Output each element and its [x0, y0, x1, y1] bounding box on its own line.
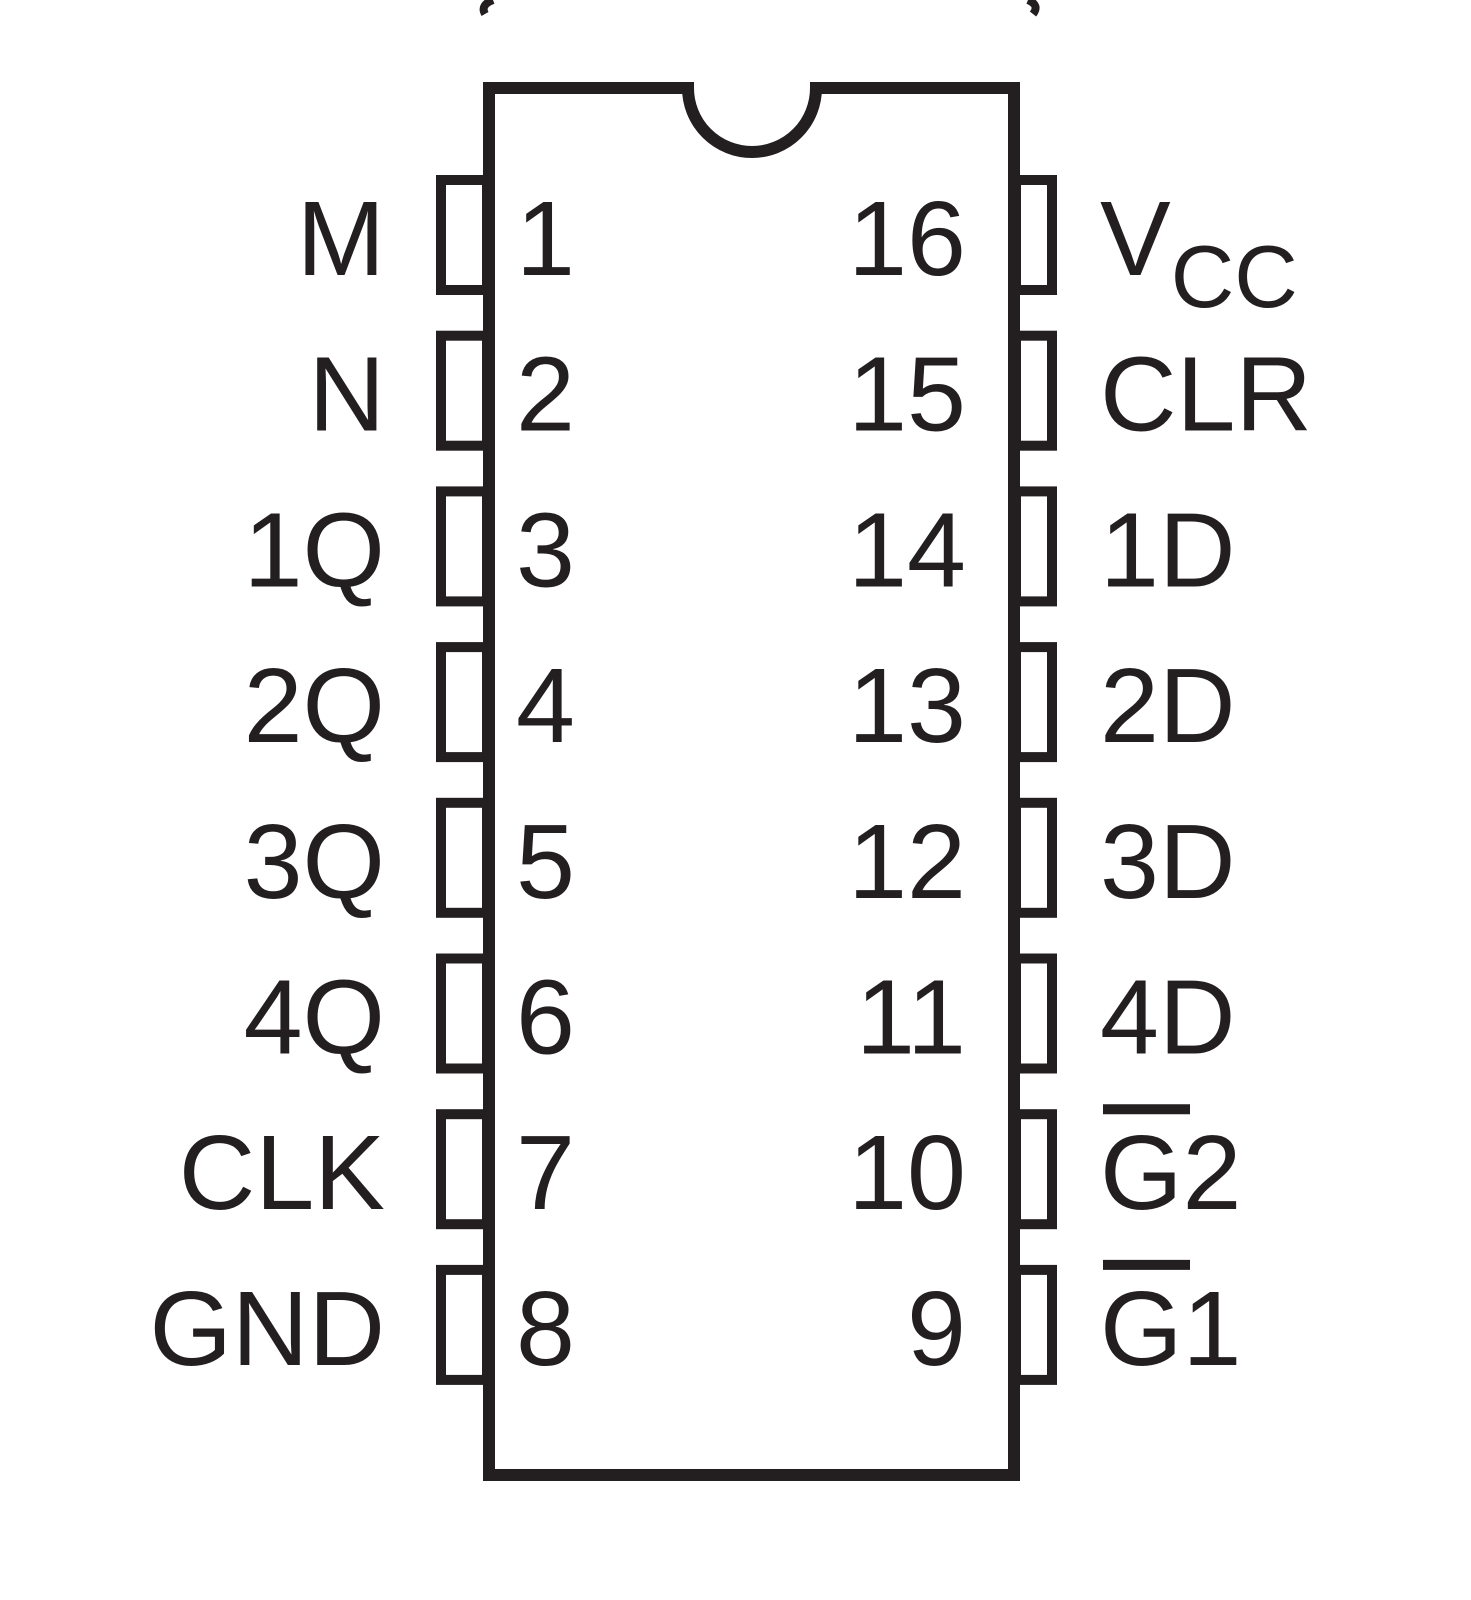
pin-number: 15 — [848, 336, 966, 454]
pin-2: 2N — [308, 330, 575, 454]
pin-name: VCC — [1100, 180, 1298, 326]
pin-name-main: 1D — [1100, 491, 1236, 609]
pin-lead — [436, 330, 492, 451]
pin-16: 16 VCC — [848, 175, 1298, 326]
pin-number: 5 — [516, 803, 575, 921]
pin-lead — [1011, 1109, 1057, 1230]
pin-13: 13 2D — [848, 642, 1236, 765]
pin-lead — [436, 1109, 492, 1230]
pin-name-main: 4D — [1100, 959, 1236, 1077]
pin-number: 6 — [516, 959, 575, 1077]
pin-lead — [1011, 330, 1057, 451]
pin-1: 1M — [297, 175, 575, 298]
pin-name: 4D — [1100, 959, 1236, 1077]
pin-12: 12 3D — [848, 797, 1236, 921]
pin-number: 13 — [848, 647, 966, 765]
pin-name: GND — [149, 1270, 385, 1388]
pin-number: 11 — [856, 959, 966, 1077]
right-pin-column: 16 VCC 15 CLR 14 1D 13 2D 12 3D 11 4D 10 G2 9 G1 — [848, 175, 1312, 1388]
pin-lead — [1011, 953, 1057, 1074]
pin-name-main: V — [1100, 180, 1171, 298]
pin-number: 1 — [516, 180, 575, 298]
pin-name: 1D — [1100, 491, 1236, 609]
pin-name: N — [308, 336, 385, 454]
pin-lead — [436, 175, 492, 295]
pin-name-main: G2 — [1100, 1114, 1241, 1232]
chip-body — [483, 82, 1020, 1481]
pin-number: 12 — [848, 803, 966, 921]
pin-number: 10 — [848, 1114, 966, 1232]
pin-number: 3 — [516, 491, 575, 609]
cropped-paren-right — [1026, 0, 1040, 17]
pin-14: 14 1D — [848, 486, 1236, 609]
pin-11: 11 4D — [856, 953, 1236, 1077]
pin-3: 3 1Q — [244, 486, 575, 609]
pin-name: CLR — [1100, 336, 1312, 454]
pin-name: 3D — [1100, 803, 1236, 921]
pin-6: 6 4Q — [244, 953, 575, 1077]
pin-lead — [1011, 642, 1057, 763]
pin-name: 2Q — [244, 647, 385, 765]
pin-name: 1Q — [244, 491, 385, 609]
pin-name: 3Q — [244, 803, 385, 921]
pin-lead — [436, 642, 492, 763]
pin-name: CLK — [179, 1114, 385, 1232]
pin-name: G1 — [1100, 1270, 1241, 1388]
pin-name-main: G1 — [1100, 1270, 1241, 1388]
pin-number: 7 — [516, 1114, 575, 1232]
pin-lead — [436, 953, 492, 1074]
pin-15: 15 CLR — [848, 330, 1312, 454]
pin-10: 10 G2 — [848, 1104, 1241, 1232]
pin-name-subscript: CC — [1171, 227, 1298, 326]
pin-8: 8 GND — [149, 1264, 575, 1388]
pin-number: 9 — [907, 1270, 966, 1388]
pin-lead — [436, 486, 492, 607]
pin-number: 8 — [516, 1270, 575, 1388]
pin-number: 2 — [516, 336, 575, 454]
pin-name: 4Q — [244, 959, 385, 1077]
pin-lead — [1011, 797, 1057, 918]
pin-name: G2 — [1100, 1114, 1241, 1232]
pin-name-main: 2D — [1100, 647, 1236, 765]
pin-lead — [1011, 175, 1057, 295]
pin-number: 14 — [848, 491, 966, 609]
pin-name: 2D — [1100, 647, 1236, 765]
pin-lead — [436, 1264, 492, 1385]
pin-lead — [436, 797, 492, 918]
pin-9: 9 G1 — [907, 1259, 1241, 1388]
pin-7: 7 CLK — [179, 1109, 575, 1232]
cropped-paren-left — [479, 0, 495, 16]
pin-5: 5 3Q — [244, 797, 575, 921]
pin-name: M — [297, 180, 385, 298]
pin-lead — [1011, 486, 1057, 607]
pin-number: 4 — [516, 647, 575, 765]
pin-name-main: 3D — [1100, 803, 1236, 921]
pin-4: 4 2Q — [244, 642, 575, 765]
pin-name-main: CLR — [1100, 336, 1312, 454]
pin-number: 16 — [848, 180, 966, 298]
pin-lead — [1011, 1264, 1057, 1385]
